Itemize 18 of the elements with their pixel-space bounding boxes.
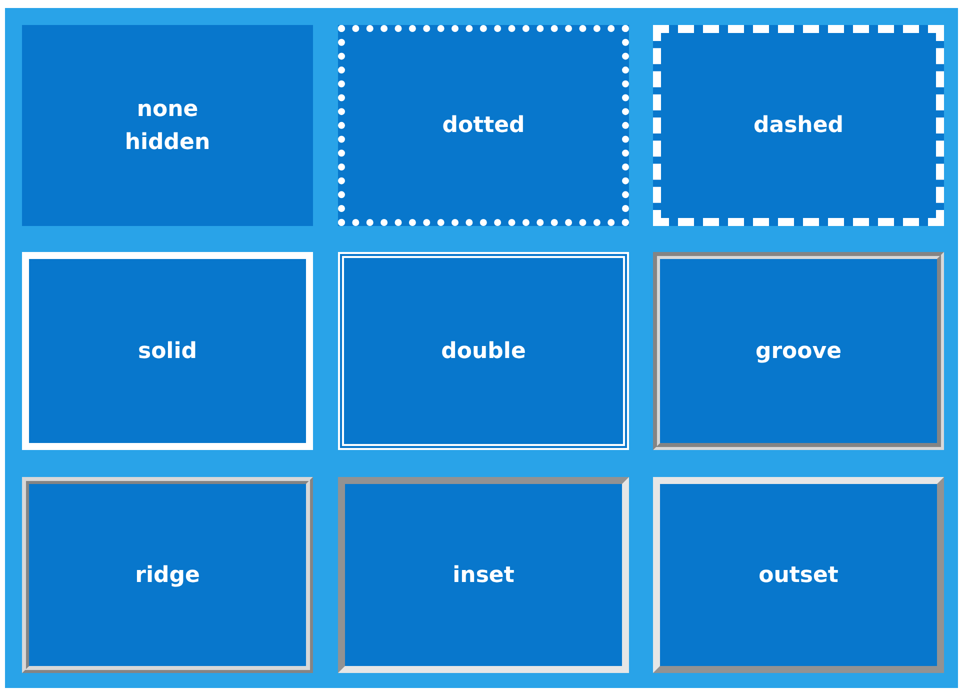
border-style-box [653, 252, 944, 450]
border-style-box [653, 25, 944, 226]
box-label: solid [138, 338, 198, 366]
border-style-box [653, 477, 944, 673]
border-style-box [338, 25, 629, 226]
box-label: none hidden [124, 96, 212, 156]
border-style-box [22, 252, 313, 450]
box-label: outset [758, 562, 838, 590]
box-label: dashed [753, 112, 844, 140]
box-label: dotted [442, 112, 525, 140]
border-style-box [22, 25, 313, 226]
box-label: ridge [135, 562, 200, 590]
border-style-box [22, 477, 313, 673]
border-style-box [338, 477, 629, 673]
box-label: groove [755, 338, 842, 366]
border-style-box [338, 252, 629, 450]
box-label: inset [452, 562, 514, 590]
box-label: double [441, 338, 526, 366]
